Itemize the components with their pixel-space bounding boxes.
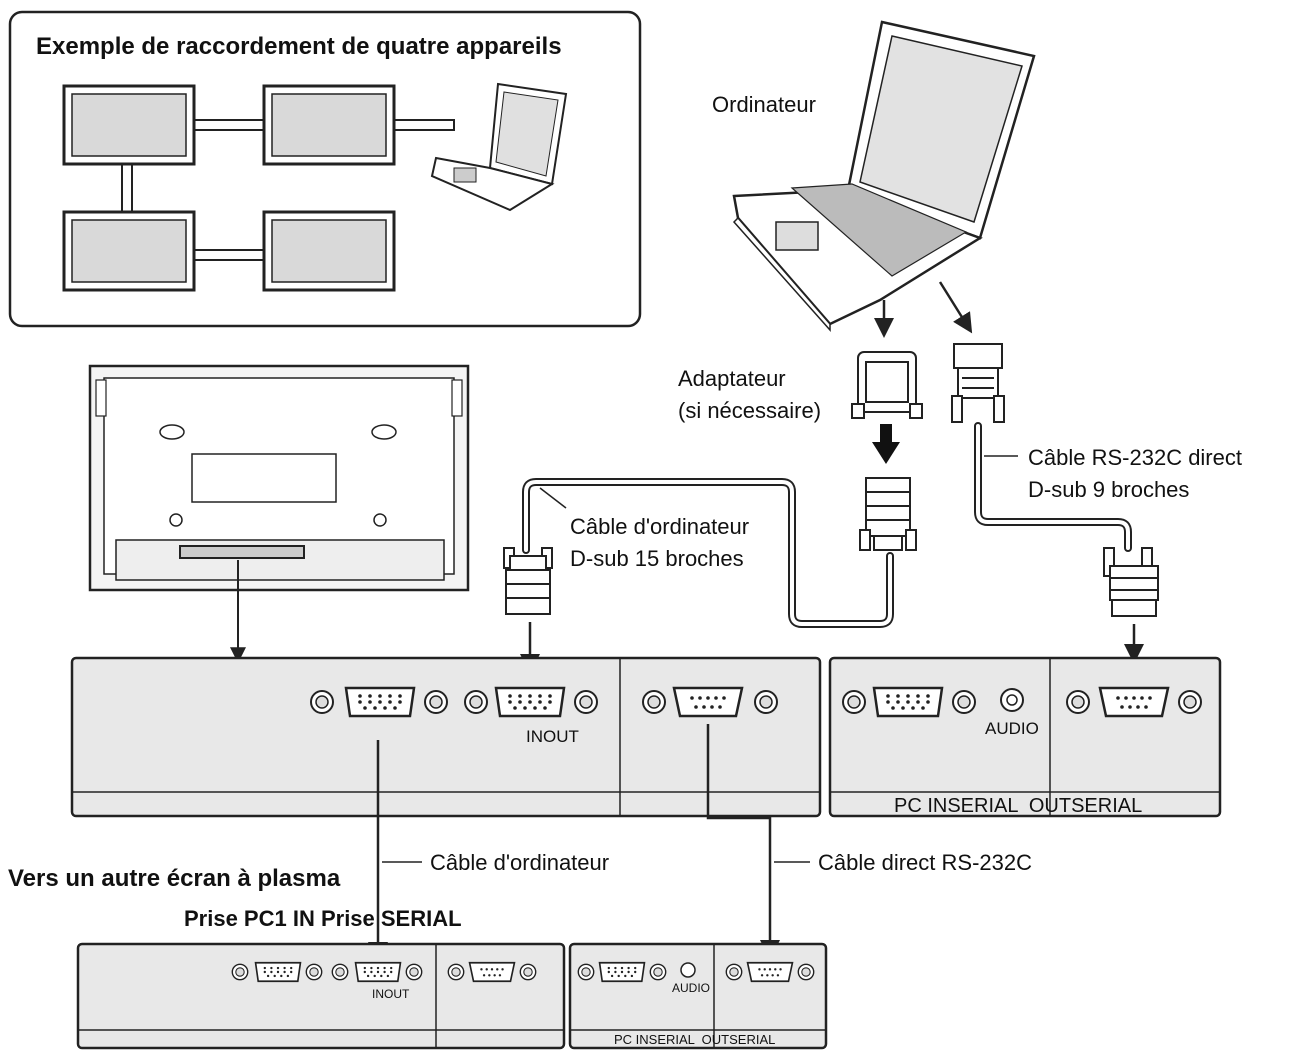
serial-port-bottom-right: [746, 961, 794, 983]
computer-label: Ordinateur: [712, 92, 816, 117]
pc-in-port-top: [344, 686, 416, 718]
terminal-panel-top: [70, 656, 1222, 818]
plasma-back-icon: [88, 364, 470, 592]
inset-monitor-3: [62, 210, 196, 292]
arrow-serial-to-other: [706, 724, 780, 960]
serial-port-top-right: [1098, 686, 1170, 718]
rs232-plug-top: [951, 343, 1005, 423]
adapter-label-line1: Adaptateur: [678, 366, 786, 391]
arrow-adapter-down: [872, 424, 900, 464]
pc-out-port-top: [494, 686, 566, 718]
top-footer-label: PC INSERIAL OUTSERIAL: [894, 795, 1142, 817]
other-plasma-label: Vers un autre écran à plasma: [8, 865, 341, 892]
dsub15-plug-right: [859, 477, 917, 551]
arrow-laptop-to-rs232: [938, 281, 973, 334]
rs232-label-line2: D-sub 9 broches: [1028, 477, 1189, 502]
top-inout-label: INOUT: [526, 727, 579, 746]
pc-cable: [522, 478, 894, 628]
inset-box: [8, 10, 642, 328]
pc-in-port-top-right: [872, 686, 944, 718]
pc-cable-label-line2: D-sub 15 broches: [570, 546, 744, 571]
rs232-label-line1: Câble RS-232C direct: [1028, 445, 1242, 470]
audio-jack-top: [1000, 688, 1024, 712]
serial-port-bottom-left: [468, 961, 516, 983]
sockets-label: Prise PC1 IN Prise SERIAL: [184, 906, 462, 931]
bottom-footer-label: PC INSERIAL OUTSERIAL: [614, 1032, 775, 1047]
rs232-plug-bottom: [1103, 547, 1159, 617]
computer-laptop-icon: [732, 20, 1036, 332]
adapter-icon: [851, 351, 923, 419]
pc-cable-short-label: Câble d'ordinateur: [430, 850, 609, 875]
bottom-audio-label: AUDIO: [672, 981, 710, 995]
dsub15-plug-left: [503, 547, 553, 615]
pc-in-port-bottom: [254, 961, 302, 983]
rs232-cable: [974, 422, 1132, 552]
pc-in-port-bottom-right: [598, 961, 646, 983]
inset-monitor-1: [62, 84, 196, 166]
pc-cable-label-line1: Câble d'ordinateur: [570, 514, 749, 539]
pc-out-port-bottom: [354, 961, 402, 983]
serial-port-top-left: [672, 686, 744, 718]
inset-laptop-icon: [430, 82, 568, 212]
audio-jack-bottom: [680, 962, 696, 978]
adapter-label-line2: (si nécessaire): [678, 398, 821, 423]
inset-monitor-4: [262, 210, 396, 292]
inset-title: Exemple de raccordement de quatre appare…: [36, 33, 562, 60]
bottom-inout-label: INOUT: [372, 987, 410, 1001]
top-audio-label: AUDIO: [985, 719, 1039, 738]
inset-monitor-2: [262, 84, 396, 166]
rs232-short-label: Câble direct RS-232C: [818, 850, 1032, 875]
